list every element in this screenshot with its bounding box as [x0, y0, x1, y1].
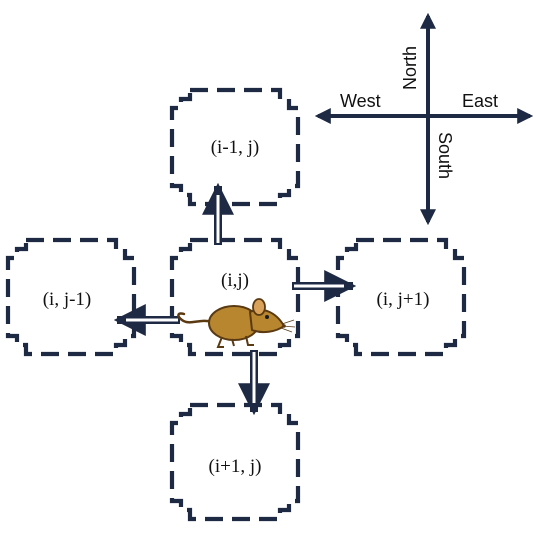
compass: North South West East — [314, 12, 534, 226]
rat-icon — [177, 298, 296, 348]
cell-north-label: (i-1, j) — [211, 137, 260, 158]
cell-east: (i, j+1) — [335, 237, 467, 357]
cell-center: (i,j) — [169, 237, 301, 357]
cell-west-label: (i, j-1) — [43, 289, 92, 310]
compass-south-label: South — [435, 132, 455, 179]
cell-south-label: (i+1, j) — [209, 456, 262, 477]
compass-north-label: North — [400, 46, 420, 90]
compass-east-label: East — [462, 91, 498, 111]
compass-west-label: West — [340, 91, 381, 111]
cell-east-label: (i, j+1) — [377, 289, 430, 310]
cell-south: (i+1, j) — [169, 402, 301, 522]
cell-north: (i-1, j) — [169, 87, 301, 207]
cell-center-label: (i,j) — [221, 270, 249, 291]
cell-west: (i, j-1) — [5, 237, 137, 357]
